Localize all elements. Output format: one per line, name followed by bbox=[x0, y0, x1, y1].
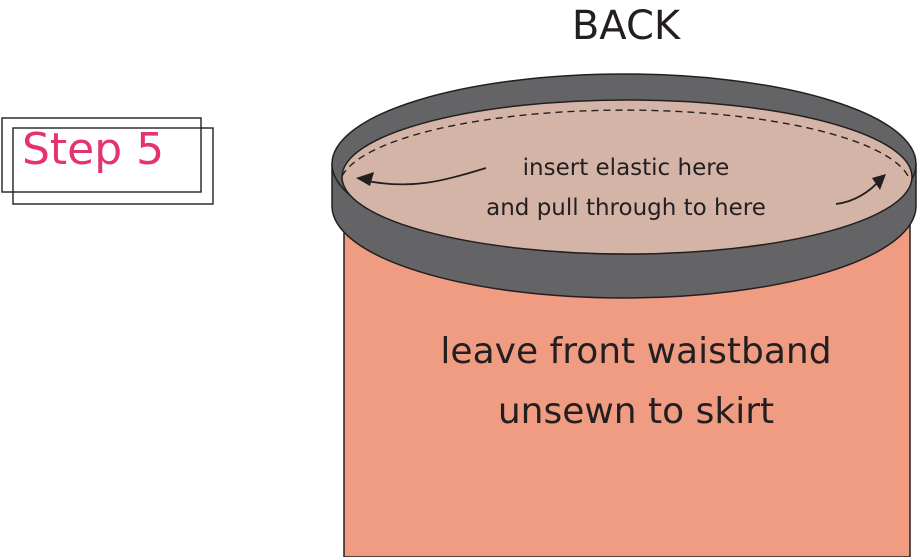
elastic-instruction-line1: insert elastic here bbox=[522, 155, 730, 181]
skirt-note-line1: leave front waistband bbox=[440, 331, 832, 372]
step-frame bbox=[1, 117, 214, 205]
step-frame-front bbox=[12, 127, 214, 205]
step-frame-back bbox=[1, 117, 202, 193]
left-arrowhead bbox=[356, 172, 374, 186]
back-title: BACK bbox=[571, 3, 681, 49]
waistband-interior bbox=[341, 99, 913, 255]
skirt-note-line2: unsewn to skirt bbox=[497, 391, 775, 432]
elastic-instruction-line2: and pull through to here bbox=[486, 195, 766, 221]
right-arrow bbox=[835, 174, 886, 205]
left-arrow bbox=[356, 167, 487, 186]
step-label: Step 5 bbox=[22, 124, 165, 175]
right-arrowhead bbox=[872, 174, 886, 190]
